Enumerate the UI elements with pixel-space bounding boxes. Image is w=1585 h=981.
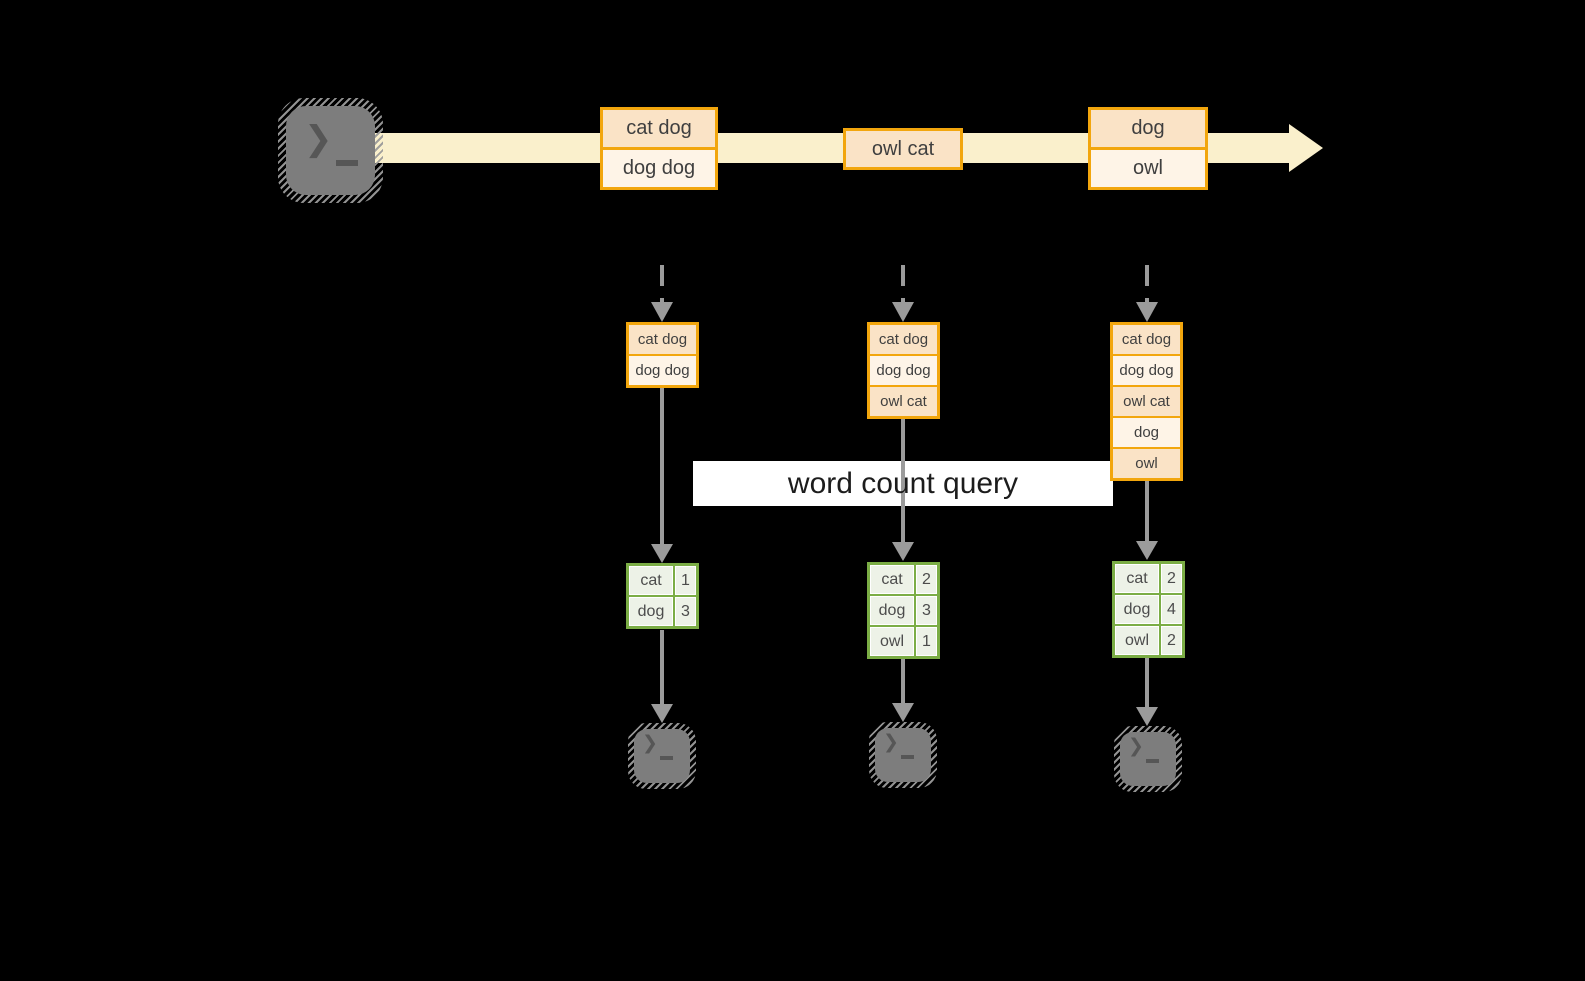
- batch-cell: dog dog: [603, 150, 715, 187]
- state-cell: cat dog: [629, 325, 696, 354]
- result-count: 1: [675, 566, 696, 595]
- state-cell: cat dog: [1113, 325, 1180, 354]
- result-table-1: cat 1 dog 3: [626, 563, 699, 629]
- state-cell: dog: [1113, 418, 1180, 447]
- stream-batch-2: owl cat: [843, 128, 963, 170]
- sink-arrow-head-3: [1136, 707, 1158, 726]
- sink-terminal-icon-1: ❯: [628, 723, 696, 789]
- state-box-3: cat dog dog dog owl cat dog owl: [1110, 322, 1183, 481]
- state-cell: owl cat: [870, 387, 937, 416]
- dashed-arrow-head-1: [651, 302, 673, 322]
- stream-batch-3: dog owl: [1088, 107, 1208, 190]
- sink-arrow-head-1: [651, 704, 673, 723]
- terminal-screen: [286, 106, 375, 195]
- result-count: 4: [1161, 595, 1182, 624]
- state-cell: owl cat: [1113, 387, 1180, 416]
- prompt-underscore-icon: [901, 755, 914, 759]
- dashed-arrow-head-2: [892, 302, 914, 322]
- result-count: 2: [1161, 626, 1182, 655]
- query-label: word count query: [787, 466, 1019, 500]
- query-arrow-head-1: [651, 544, 673, 563]
- result-table-3: cat 2 dog 4 owl 2: [1112, 561, 1185, 658]
- batch-cell: owl: [1091, 150, 1205, 187]
- result-count: 3: [675, 597, 696, 626]
- prompt-chevron-icon: ❯: [1128, 736, 1144, 757]
- dashed-arrow-head-3: [1136, 302, 1158, 322]
- result-word: dog: [870, 596, 914, 625]
- state-cell: owl: [1113, 449, 1180, 478]
- prompt-chevron-icon: ❯: [304, 120, 333, 158]
- query-arrow-head-3: [1136, 541, 1158, 560]
- result-word: cat: [870, 565, 914, 594]
- result-count: 1: [916, 627, 937, 656]
- prompt-chevron-icon: ❯: [883, 732, 899, 753]
- result-word: cat: [1115, 564, 1159, 593]
- sink-arrow-head-2: [892, 703, 914, 722]
- stream-batch-1: cat dog dog dog: [600, 107, 718, 190]
- result-word: dog: [1115, 595, 1159, 624]
- state-cell: dog dog: [1113, 356, 1180, 385]
- batch-cell: dog: [1091, 110, 1205, 147]
- state-box-1: cat dog dog dog: [626, 322, 699, 388]
- prompt-underscore-icon: [660, 756, 673, 760]
- result-count: 2: [1161, 564, 1182, 593]
- query-arrow-head-2: [892, 542, 914, 561]
- result-word: owl: [1115, 626, 1159, 655]
- sink-terminal-icon-3: ❯: [1114, 726, 1182, 792]
- prompt-underscore-icon: [1146, 759, 1159, 763]
- batch-cell: owl cat: [846, 131, 960, 167]
- prompt-underscore-icon: [336, 160, 358, 166]
- result-count: 2: [916, 565, 937, 594]
- result-table-2: cat 2 dog 3 owl 1: [867, 562, 940, 659]
- result-word: owl: [870, 627, 914, 656]
- sink-terminal-icon-2: ❯: [869, 722, 937, 788]
- stream-arrow-head-icon: [1289, 124, 1323, 172]
- result-word: cat: [629, 566, 673, 595]
- batch-cell: cat dog: [603, 110, 715, 147]
- result-count: 3: [916, 596, 937, 625]
- state-cell: cat dog: [870, 325, 937, 354]
- prompt-chevron-icon: ❯: [642, 733, 658, 754]
- state-cell: dog dog: [870, 356, 937, 385]
- state-box-2: cat dog dog dog owl cat: [867, 322, 940, 419]
- source-terminal-icon: ❯: [278, 98, 383, 203]
- result-word: dog: [629, 597, 673, 626]
- state-cell: dog dog: [629, 356, 696, 385]
